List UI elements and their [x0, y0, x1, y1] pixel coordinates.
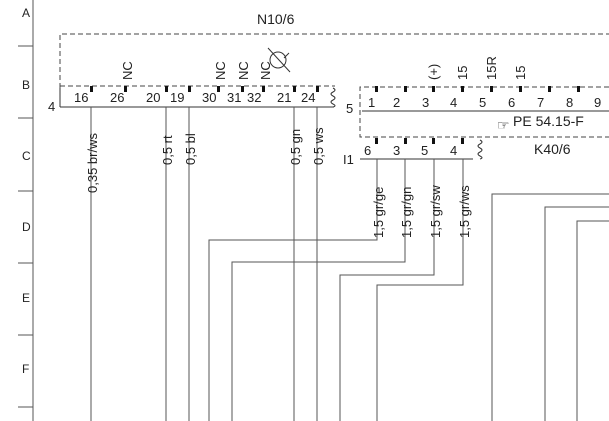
k40-pin-marker	[461, 86, 464, 92]
n10-pin-24: 24	[301, 90, 315, 105]
k40-pin-marker	[404, 138, 407, 144]
n10-pin-marker	[316, 86, 319, 92]
n10-nc-label: NC	[213, 61, 228, 80]
k40-pin-marker	[577, 86, 580, 92]
wires	[90, 107, 609, 421]
n10-pin-30: 30	[202, 90, 216, 105]
n10-pin-32: 32	[247, 90, 261, 105]
wire-label: 0,5 rt	[160, 135, 175, 165]
n10-pin-marker	[124, 86, 127, 92]
wire-label: 1,5 gr/ws	[457, 185, 472, 238]
wire-label: 1,5 gr/gn	[399, 187, 414, 238]
n10-break-symbol	[330, 87, 336, 108]
n10-pin-16: 16	[74, 90, 88, 105]
n10-pin-20: 20	[146, 90, 160, 105]
grid-ruler	[18, 0, 34, 421]
k40-pin-marker	[490, 86, 493, 92]
grid-label-a: A	[22, 6, 30, 20]
grid-label-c: C	[22, 149, 31, 163]
component-k40-6: 5 I1 K40/6 1 2 3 4 5 6 7 8 9	[343, 56, 609, 167]
k40-pin-label: 15	[513, 66, 528, 80]
k40-pin-4: 4	[450, 95, 457, 110]
n10-pin-19: 19	[170, 90, 184, 105]
k40-connector-top-number: 5	[346, 101, 353, 116]
k40-bottom-pin-5: 5	[421, 143, 428, 158]
k40-pin-marker	[404, 86, 407, 92]
k40-title: K40/6	[534, 141, 571, 157]
n10-nc-label: NC	[236, 61, 251, 80]
k40-pin-9: 9	[594, 95, 601, 110]
k40-pin-label: 15	[455, 66, 470, 80]
k40-dashed-outline	[359, 86, 609, 138]
k40-pin-marker	[375, 138, 378, 144]
hand-pointer-icon: ☞	[497, 117, 510, 133]
k40-pin-marker	[432, 86, 435, 92]
k40-reference-label[interactable]: PE 54.15-F	[513, 113, 584, 129]
n10-pin-26: 26	[110, 90, 124, 105]
k40-bottom-pin-4: 4	[450, 143, 457, 158]
k40-bottom-pin-3: 3	[393, 143, 400, 158]
k40-pin-1: 1	[368, 95, 375, 110]
grid-label-f: F	[22, 362, 29, 376]
n10-pin-marker	[262, 86, 265, 92]
n10-pin-31: 31	[227, 90, 241, 105]
wire-label: 1,5 gr/ge	[371, 187, 386, 238]
n10-nc-label: NC	[120, 61, 135, 80]
grid-label-e: E	[22, 291, 30, 305]
wire-label: 0,5 gn	[288, 129, 303, 165]
k40-pin-label: (+)	[426, 64, 441, 80]
k40-break-symbol	[477, 139, 483, 160]
k40-pin-6: 6	[508, 95, 515, 110]
k40-bottom-pin-6: 6	[364, 143, 371, 158]
n10-pin-marker	[293, 86, 296, 92]
k40-pin-7: 7	[537, 95, 544, 110]
wire-label: 1,5 gr/sw	[428, 185, 443, 238]
grid-label-d: D	[22, 220, 31, 234]
n10-connector-number: 4	[48, 99, 55, 114]
n10-pin-marker	[165, 86, 168, 92]
k40-pin-marker	[519, 86, 522, 92]
n10-nc-label: NC	[258, 61, 273, 80]
k40-pin-marker	[461, 138, 464, 144]
reference-link[interactable]: ☞ PE 54.15-F	[497, 113, 584, 133]
k40-pin-marker	[548, 86, 551, 92]
n10-title: N10/6	[257, 11, 295, 27]
sensor-symbol	[267, 47, 291, 73]
n10-pin-marker	[188, 86, 191, 92]
n10-pin-marker	[217, 86, 220, 92]
k40-pin-marker	[432, 138, 435, 144]
k40-pin-2: 2	[393, 95, 400, 110]
k40-pin-8: 8	[566, 95, 573, 110]
k40-pin-label: 15R	[484, 56, 499, 80]
n10-pin-marker	[90, 86, 93, 92]
n10-dashed-outline	[59, 33, 609, 88]
n10-pin-marker	[241, 86, 244, 92]
k40-pin-3: 3	[422, 95, 429, 110]
k40-pin-5: 5	[479, 95, 486, 110]
k40-pin-marker	[375, 86, 378, 92]
grid-label-b: B	[22, 78, 30, 92]
k40-connector-bottom-number: I1	[343, 152, 354, 167]
wire-label: 0,35 br/ws	[85, 133, 100, 193]
wire-label: 0,5 ws	[311, 127, 326, 165]
n10-pin-21: 21	[277, 90, 291, 105]
component-n10-6: N10/6 4 16 26 20 19 30 31 32 21 24	[48, 11, 609, 114]
wire-label: 0,5 bl	[183, 133, 198, 165]
